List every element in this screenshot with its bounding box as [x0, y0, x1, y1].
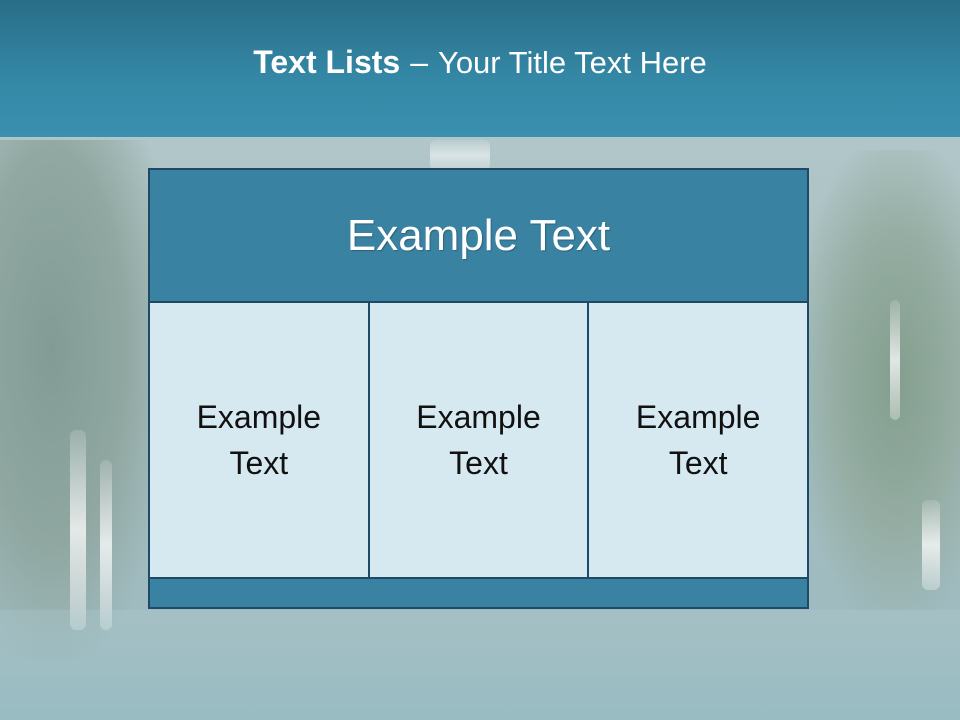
background-pool	[0, 610, 960, 720]
background-waterfall	[890, 300, 900, 420]
text-list-table: Example Text Example Text Example Text E…	[148, 168, 809, 609]
table-cell-3: Example Text	[587, 303, 808, 577]
background-waterfall	[70, 430, 86, 630]
table-footer-bar	[150, 579, 807, 607]
background-waterfall	[430, 140, 490, 170]
background-waterfall	[100, 460, 112, 630]
slide-title: Text Lists – Your Title Text Here	[253, 44, 707, 81]
title-bold-text: Text Lists	[253, 44, 401, 80]
background-waterfall	[922, 500, 940, 590]
title-dash: –	[410, 44, 428, 80]
table-heading: Example Text	[150, 170, 807, 303]
table-cell-1: Example Text	[150, 303, 368, 577]
table-row: Example Text Example Text Example Text	[150, 303, 808, 579]
table-cell-2: Example Text	[367, 303, 588, 577]
title-subtitle-text: Your Title Text Here	[437, 45, 707, 80]
title-bar: Text Lists – Your Title Text Here	[0, 0, 960, 137]
